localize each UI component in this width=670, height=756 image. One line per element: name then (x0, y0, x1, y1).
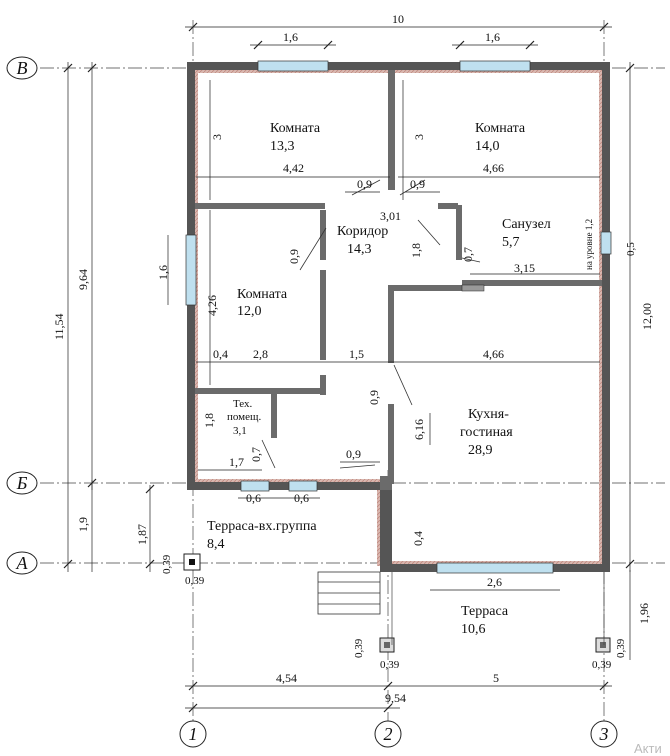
room-3-area: 12,0 (237, 304, 262, 319)
steps (317, 571, 381, 615)
dim-left-1154: 11,54 (52, 313, 66, 340)
tech-name-2: помещ. (227, 411, 262, 423)
dim-466b: 4,66 (483, 347, 504, 361)
windows (185, 60, 612, 574)
dim-col-b2: 0,39 (380, 659, 400, 671)
axis-label-2: 2 (383, 724, 393, 744)
dim-col-c2: 0,39 (592, 659, 612, 671)
dim-tech-width: 1,7 (229, 455, 244, 469)
kitchen-name-1: Кухня- (468, 407, 509, 422)
dim-15: 1,5 (349, 347, 364, 361)
dimension-ticks (63, 22, 635, 713)
dim-win-06a: 0,6 (246, 491, 261, 505)
dim-bath-315: 3,15 (514, 261, 535, 275)
dim-room1-depth: 3 (210, 134, 224, 140)
tech-name-1: Тех. (233, 398, 253, 410)
dim-top-total: 10 (392, 12, 404, 26)
terrace-name: Терраса (461, 604, 509, 619)
corridor-name: Коридор (337, 224, 389, 239)
door-swings (261, 179, 481, 469)
axis-gridlines (40, 20, 665, 722)
dim-right-1200: 12,00 (640, 303, 654, 330)
axis-label-a: А (16, 553, 28, 573)
dim-left-964: 9,64 (76, 269, 90, 290)
axis-label-b: Б (16, 473, 28, 493)
corridor-area: 14,3 (347, 242, 372, 257)
dim-win-top-right: 1,6 (485, 30, 500, 44)
dim-col-b1: 0,39 (353, 638, 365, 658)
watermark-text: Акти (634, 741, 662, 756)
dim-bottom-454: 4,54 (276, 671, 297, 685)
dim-col-c1: 0,39 (615, 638, 627, 658)
terrace-railing (391, 572, 605, 645)
bathroom-area: 5,7 (502, 235, 520, 250)
dim-corr-18: 1,8 (409, 243, 423, 258)
dim-left-187: 1,87 (135, 524, 149, 545)
dim-kitchen-04: 0,4 (411, 531, 425, 546)
axis-label-3: 3 (599, 724, 609, 744)
axis-label-v: В (16, 58, 28, 78)
bathroom-name: Санузел (502, 217, 551, 232)
dim-room2-width: 4,66 (483, 161, 504, 175)
terrace-entry-area: 8,4 (207, 537, 225, 552)
dim-bath-door: 0,7 (461, 247, 475, 262)
dim-bath-window: 0,5 (625, 242, 637, 256)
dim-col-a2: 0,39 (185, 575, 205, 587)
dim-col-a1: 0,39 (161, 554, 173, 574)
dim-win-06b: 0,6 (294, 491, 309, 505)
dim-door-a: 0,9 (357, 177, 372, 191)
dim-left-window: 1,6 (156, 265, 170, 280)
dimension-lines (67, 26, 631, 709)
room-3-name: Комната (237, 287, 288, 302)
dim-kitchen-door: 0,9 (367, 390, 381, 405)
dim-bottom-954: 9,54 (385, 691, 406, 705)
dim-04: 0,4 (213, 347, 228, 361)
kitchen-area: 28,9 (468, 443, 493, 458)
room-2-area: 14,0 (475, 139, 500, 154)
dim-kitchen-window: 2,6 (487, 575, 502, 589)
dim-left-19: 1,9 (76, 517, 90, 532)
terrace-area: 10,6 (461, 622, 486, 637)
dim-28: 2,8 (253, 347, 268, 361)
room-1-area: 13,3 (270, 139, 295, 154)
interior-walls (195, 70, 602, 490)
axis-circles (6, 56, 618, 748)
dim-right-196: 1,96 (637, 603, 651, 624)
dim-tech-depth: 1,8 (202, 413, 216, 428)
terrace-entry-name: Терраса-вх.группа (207, 519, 317, 534)
room-1-name: Комната (270, 121, 321, 136)
dim-door-c: 0,9 (287, 249, 301, 264)
dim-kitchen-depth: 6,16 (412, 419, 426, 440)
dim-corr-301: 3,01 (380, 209, 401, 223)
columns (183, 553, 611, 653)
room-2-name: Комната (475, 121, 526, 136)
tech-area: 3,1 (233, 425, 247, 437)
dim-room2-depth: 3 (412, 134, 426, 140)
dim-tech-door: 0,7 (249, 447, 263, 462)
kitchen-name-2: гостиная (460, 425, 513, 440)
vent-grille (461, 284, 485, 292)
dim-win-top-left: 1,6 (283, 30, 298, 44)
dim-door-b: 0,9 (410, 177, 425, 191)
dim-room3-depth: 4,26 (205, 295, 219, 316)
dim-room1-width: 4,42 (283, 161, 304, 175)
axis-label-1: 1 (188, 724, 198, 744)
level-note: на уровне 1,2 (584, 218, 594, 270)
dim-bottom-5: 5 (493, 671, 499, 685)
dim-entry-door: 0,9 (346, 447, 361, 461)
